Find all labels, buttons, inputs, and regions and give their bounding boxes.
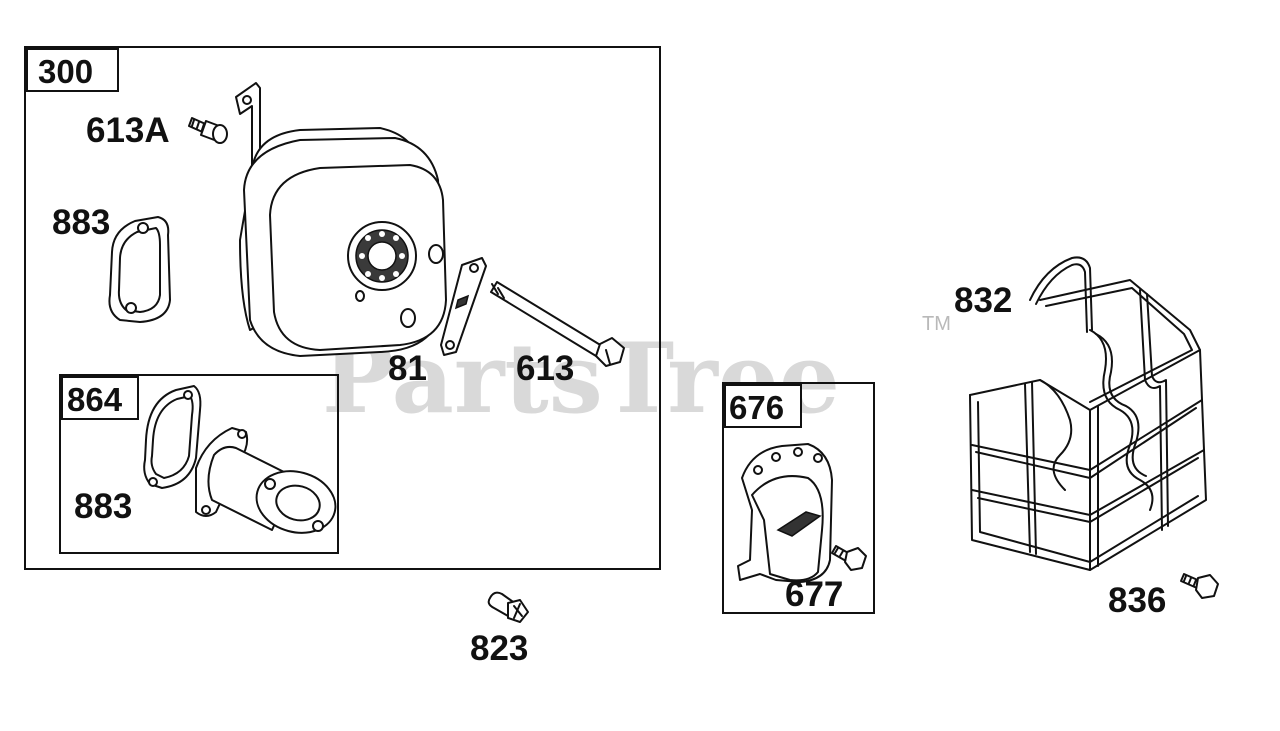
part-label-883-bottom[interactable]: 883 bbox=[74, 487, 132, 526]
exhaust-pipe-icon[interactable] bbox=[195, 427, 342, 541]
screw-613a-icon[interactable] bbox=[188, 117, 228, 144]
exhaust-pipe-kit-box: 864 bbox=[59, 374, 339, 554]
part-label-883-top[interactable]: 883 bbox=[52, 203, 110, 242]
part-label-677[interactable]: 677 bbox=[785, 575, 843, 614]
deflector-icon[interactable] bbox=[737, 443, 833, 583]
bolt-613-icon[interactable] bbox=[490, 281, 625, 367]
muffler-icon[interactable] bbox=[235, 82, 447, 357]
deflector-kit-box: 676 bbox=[722, 382, 875, 614]
box-label-676[interactable]: 676 bbox=[729, 389, 784, 426]
screw-823-icon[interactable] bbox=[487, 591, 529, 623]
gasket-883-top-icon[interactable] bbox=[108, 216, 171, 323]
lockplate-81-icon[interactable] bbox=[440, 257, 487, 356]
trademark-symbol: TM bbox=[922, 313, 951, 335]
box-label-300[interactable]: 300 bbox=[38, 53, 93, 90]
part-label-613[interactable]: 613 bbox=[516, 349, 574, 388]
gasket-883-bottom-icon[interactable] bbox=[143, 385, 202, 489]
muffler-assembly-box: 300 bbox=[24, 46, 661, 570]
part-label-832[interactable]: 832 bbox=[954, 281, 1012, 320]
box-label-864[interactable]: 864 bbox=[67, 381, 123, 418]
part-label-613a[interactable]: 613A bbox=[86, 111, 170, 150]
part-label-81[interactable]: 81 bbox=[388, 349, 427, 388]
muffler-guard-832-icon[interactable] bbox=[969, 256, 1207, 571]
screw-836-icon[interactable] bbox=[1180, 573, 1219, 599]
part-label-823[interactable]: 823 bbox=[470, 629, 528, 668]
part-label-836[interactable]: 836 bbox=[1108, 581, 1166, 620]
screw-677-icon[interactable] bbox=[831, 545, 867, 571]
